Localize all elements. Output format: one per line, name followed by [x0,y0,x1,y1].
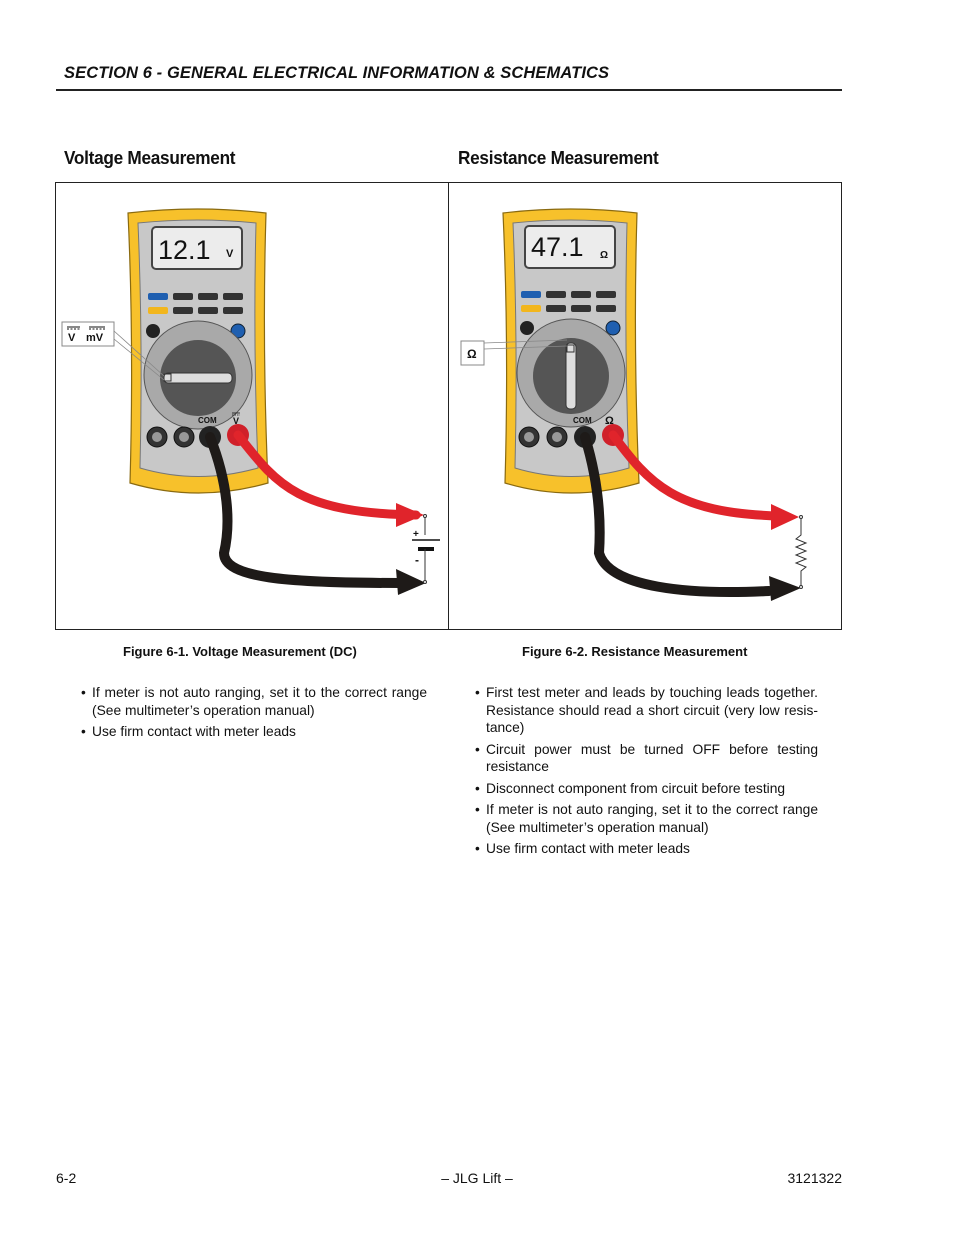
battery-minus: - [415,553,419,567]
resistance-heading: Resistance Measurement [458,147,659,168]
black-lead [205,432,406,588]
jack-label-com: COM [198,416,217,425]
header-rule [56,89,842,91]
function-button [571,291,591,298]
list-item: If meter is not auto ranging, set it to … [81,684,427,719]
hold-button [146,324,160,338]
jack-label-com: COM [573,416,592,425]
footer-center: – JLG Lift – [441,1170,513,1186]
list-item: Use firm contact with meter leads [81,723,427,741]
dial-callout [61,321,115,347]
function-button [198,293,218,300]
function-button [546,305,566,312]
jack-label-ohm: Ω [605,415,614,427]
lcd-display [151,226,243,270]
list-item: Circuit power must be turned OFF before … [475,741,818,776]
figure-6-1-caption: Figure 6-1. Voltage Measurement (DC) [123,644,357,659]
dial-pointer [565,342,577,410]
document-number: 3121322 [787,1170,842,1186]
function-button [596,305,616,312]
red-lead [608,430,784,521]
battery-plus: + [413,529,419,540]
figure-divider [448,182,449,630]
callout-v: V [68,332,76,344]
voltage-meter-illustration: 12.1 V V mV COM V + - [61,208,440,595]
yellow-button [521,305,541,312]
display-unit: V [226,248,234,260]
callout-mv: mV [86,332,104,344]
dial-pointer [163,372,233,384]
list-item: If meter is not auto ranging, set it to … [475,801,818,836]
display-reading: 12.1 [158,235,211,265]
function-button [223,293,243,300]
resistance-meter-illustration: 47.1 Ω Ω COM Ω [460,208,808,601]
figure-6-2-caption: Figure 6-2. Resistance Measurement [522,644,748,659]
list-item: First test meter and leads by touching l… [475,684,818,737]
blue-button [148,293,168,300]
function-button [596,291,616,298]
function-button [198,307,218,314]
display-reading: 47.1 [531,232,584,262]
display-unit: Ω [600,250,608,261]
red-lead [233,430,421,520]
voltage-heading: Voltage Measurement [64,147,236,168]
function-button [223,307,243,314]
dial-callout [460,340,485,366]
page-number: 6-2 [56,1170,77,1186]
hold-button [520,321,534,335]
resistance-bullet-list: First test meter and leads by touching l… [475,684,818,862]
yellow-button [148,307,168,314]
black-lead [580,432,774,597]
function-button [546,291,566,298]
lcd-display [524,225,616,269]
list-item: Disconnect component from circuit before… [475,780,818,798]
callout-ohm: Ω [467,347,477,361]
blue-button [521,291,541,298]
section-title: SECTION 6 - GENERAL ELECTRICAL INFORMATI… [64,64,610,82]
range-button [605,320,621,336]
voltage-bullet-list: If meter is not auto ranging, set it to … [81,684,427,745]
function-button [173,307,193,314]
function-button [173,293,193,300]
function-button [571,305,591,312]
jack-label-v: V [233,416,239,426]
list-item: Use firm contact with meter leads [475,840,818,858]
resistor-symbol [794,518,808,586]
